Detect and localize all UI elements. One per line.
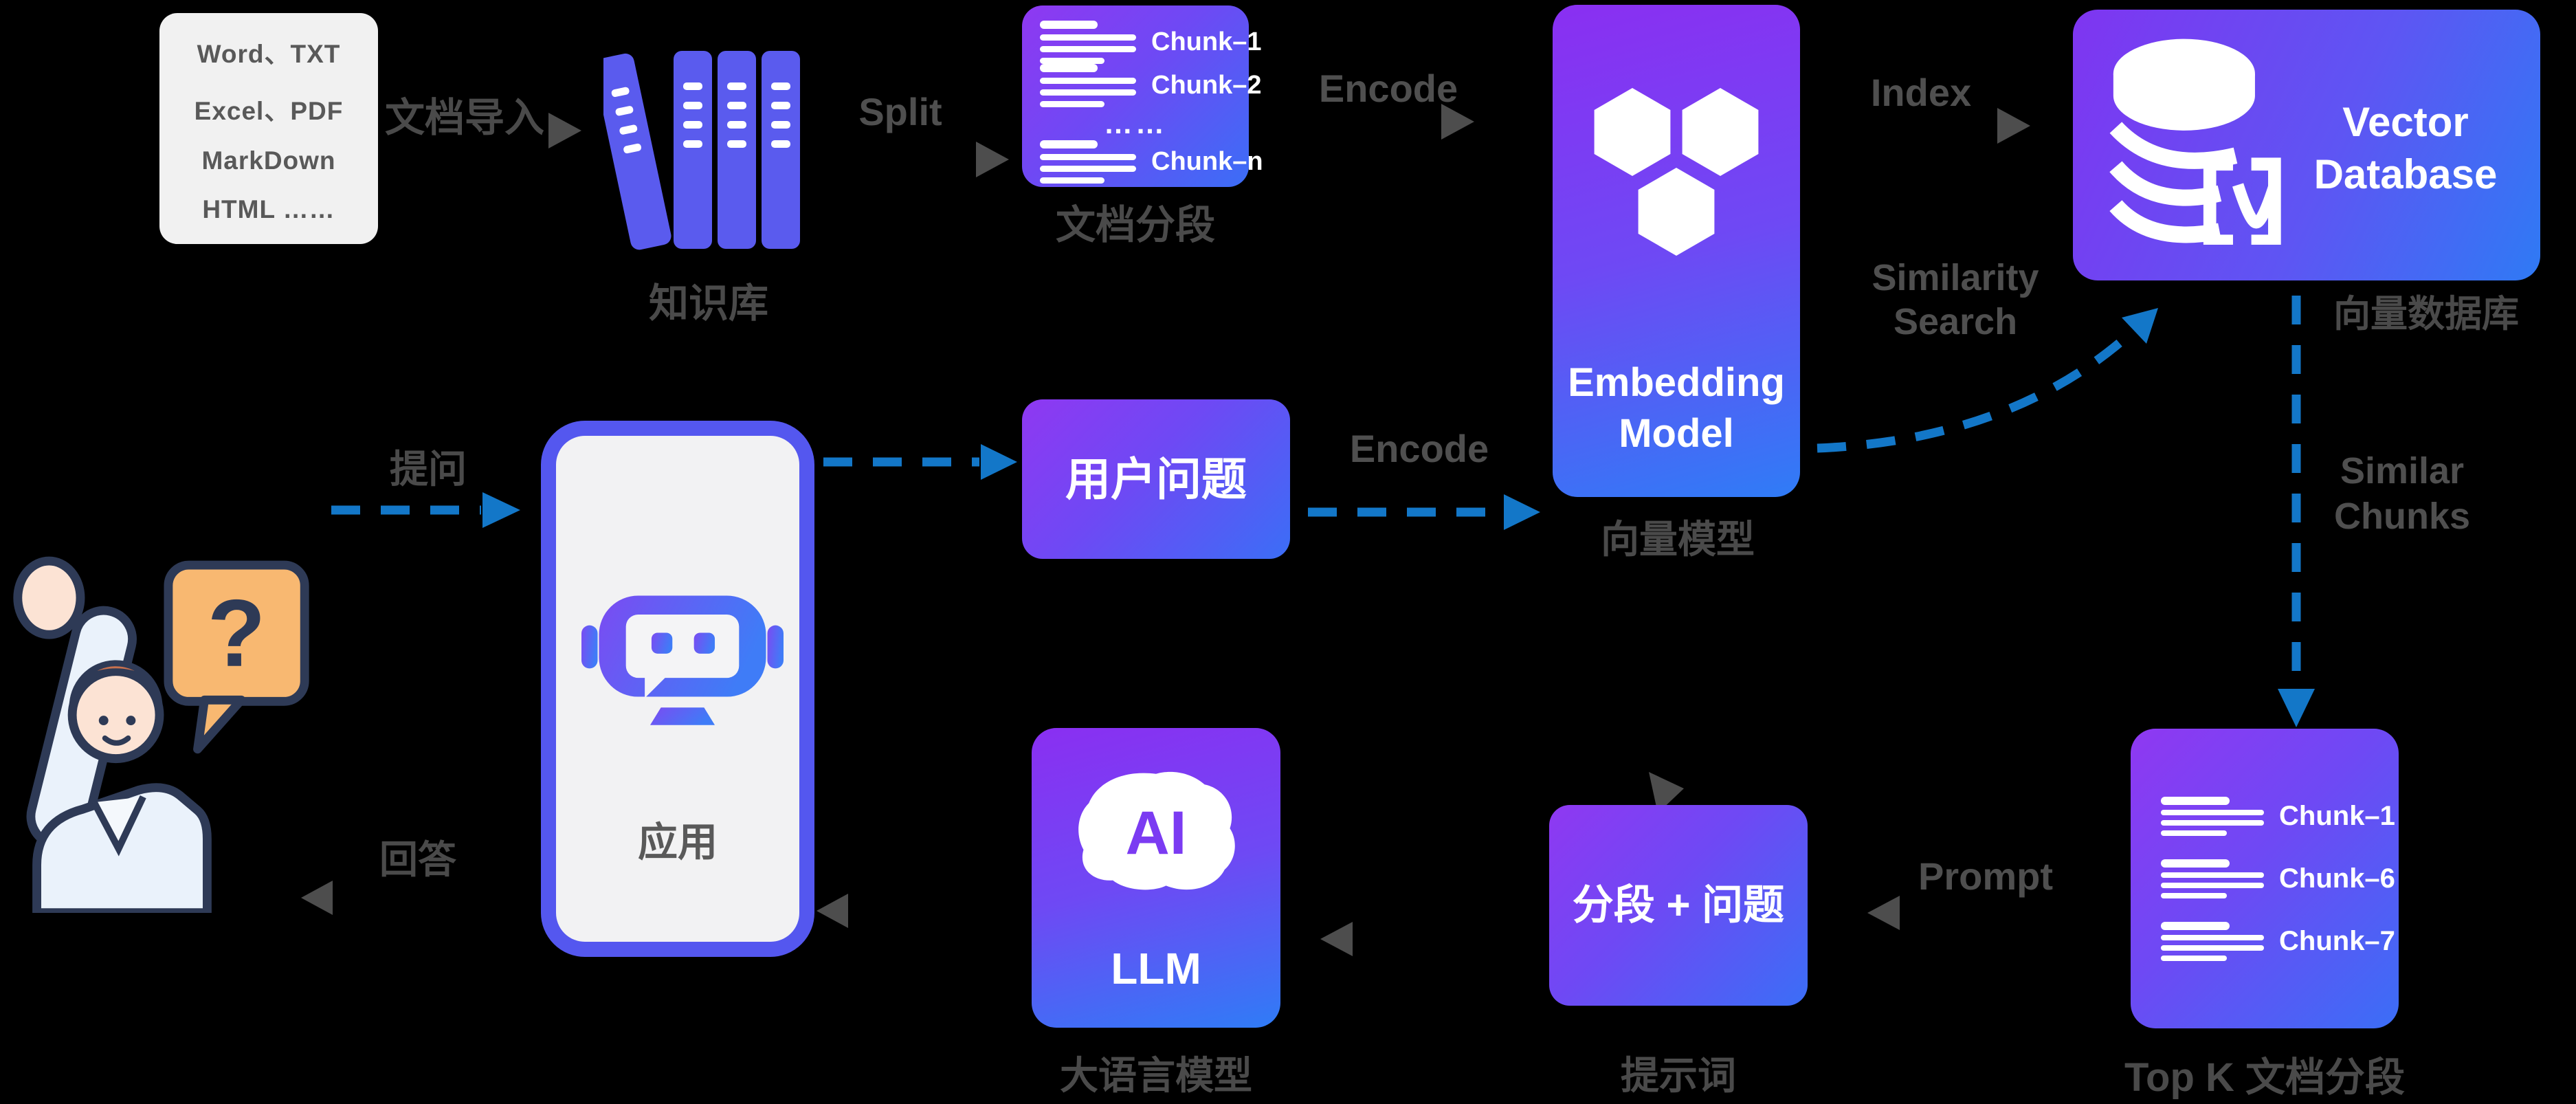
edge-label-similarity-search: Similarity Search xyxy=(1856,256,2055,344)
embedding-title-line2: Model xyxy=(1619,411,1734,456)
prompt-card-title: 分段 + 问题 xyxy=(1572,882,1785,928)
user-question-title: 用户问题 xyxy=(1065,454,1247,505)
chunk-label: Chunk–6 xyxy=(2279,863,2395,894)
arrow-answer-icon xyxy=(301,881,333,915)
vector-db-title-line2: Database xyxy=(2313,151,2498,197)
gray-flow-arrows xyxy=(301,104,2030,956)
brain-ai-icon: AI xyxy=(1078,771,1235,890)
doc-source-line: MarkDown xyxy=(201,146,336,175)
dash-similarity-curve xyxy=(1817,322,2142,453)
llm-title: LLM xyxy=(1111,944,1201,993)
chunk-label: Chunk–7 xyxy=(2279,925,2395,956)
text-lines-icon xyxy=(1040,21,1136,64)
database-icon xyxy=(2109,38,2281,245)
edge-label-encode-top: Encode xyxy=(1318,67,1458,110)
question-mark: ? xyxy=(208,580,266,687)
arrow-prompt-to-llm-icon xyxy=(1320,922,1353,956)
doc-source-line: Word、TXT xyxy=(197,39,341,68)
vector-database-title: Vector Database xyxy=(2289,96,2522,201)
chunk-label: Chunk–1 xyxy=(1151,27,1262,56)
embedding-title-line1: Embedding xyxy=(1568,360,1785,405)
text-lines-icon xyxy=(2161,859,2264,898)
chunk-label: Chunk–1 xyxy=(2279,800,2395,831)
node-label-knowledge-base: 知识库 xyxy=(648,281,768,326)
similarity-line2: Search xyxy=(1893,301,2018,342)
embedding-model-title: Embedding Model xyxy=(1553,357,1800,459)
vector-db-title-line1: Vector xyxy=(2342,99,2469,145)
node-label-vector-db: 向量数据库 xyxy=(2333,294,2519,335)
chunk-label: Chunk–n xyxy=(1151,147,1263,176)
chunk-row: Chunk–n xyxy=(1040,140,1263,184)
chunk-label: Chunk–2 xyxy=(1151,71,1262,100)
chunk-row: Chunk–7 xyxy=(2161,921,2395,961)
arrow-encode-query-icon xyxy=(1504,494,1540,530)
blue-arrowheads xyxy=(482,308,2315,727)
arrow-encode-top-icon xyxy=(1441,104,1474,140)
node-label-doc-segments: 文档分段 xyxy=(1055,203,1215,247)
node-label-embedding: 向量模型 xyxy=(1601,518,1755,561)
edge-label-similar-chunks: Similar Chunks xyxy=(2316,448,2488,539)
text-lines-icon xyxy=(2161,921,2264,961)
arrow-index-icon xyxy=(1997,108,2030,144)
arrow-similarity-icon xyxy=(2122,308,2158,344)
chunk-ellipsis: …… xyxy=(1104,107,1167,140)
edge-label-doc-import: 文档导入 xyxy=(385,96,545,140)
edge-label-prompt: Prompt xyxy=(1918,854,2053,898)
node-label-app: 应用 xyxy=(637,820,718,865)
edge-label-ask: 提问 xyxy=(390,448,467,491)
edge-label-answer: 回答 xyxy=(379,838,456,881)
arrow-doc-import-icon xyxy=(548,113,581,148)
books-icon xyxy=(603,51,800,250)
person-icon: ? xyxy=(13,556,309,913)
hexagon-cluster-icon xyxy=(1594,88,1759,256)
user-question-card: 用户问题 xyxy=(1022,399,1290,559)
text-lines-icon xyxy=(1040,140,1136,184)
arrow-ask-icon xyxy=(482,492,520,528)
similar-chunks-line1: Similar xyxy=(2340,450,2465,492)
blue-dashed-lines xyxy=(331,296,2301,687)
top-k-card: Chunk–1 Chunk–6 Chunk–7 xyxy=(2131,729,2399,1028)
chunk-row: Chunk–6 xyxy=(2161,859,2395,898)
arrow-prompt-diagonal-icon xyxy=(1649,772,1684,813)
node-label-prompt: 提示词 xyxy=(1621,1054,1736,1097)
arrow-into-prompt-box-icon xyxy=(1867,896,1900,930)
arrow-split-icon xyxy=(976,142,1009,177)
doc-source-line: HTML …… xyxy=(202,195,335,224)
edge-label-encode-query: Encode xyxy=(1349,427,1489,470)
node-label-llm: 大语言模型 xyxy=(1060,1054,1252,1097)
node-label-top-k: Top K 文档分段 xyxy=(2124,1055,2406,1100)
robot-icon xyxy=(581,595,784,725)
edge-label-index: Index xyxy=(1870,71,1972,114)
doc-sources-card: Word、TXT Excel、PDF MarkDown HTML …… xyxy=(159,13,378,244)
chunk-row: Chunk–2 xyxy=(1040,64,1261,107)
doc-source-line: Excel、PDF xyxy=(194,96,344,125)
similar-chunks-line2: Chunks xyxy=(2333,496,2471,537)
similarity-line1: Similarity xyxy=(1872,257,2039,298)
prompt-card: 分段 + 问题 xyxy=(1549,805,1808,1006)
arrow-llm-to-app-icon xyxy=(817,894,848,928)
arrow-app-to-question-icon xyxy=(981,444,1017,480)
question-bubble-icon: ? xyxy=(164,560,309,754)
edge-label-split: Split xyxy=(858,90,942,133)
ai-text: AI xyxy=(1125,798,1186,867)
chunk-row: Chunk–1 xyxy=(1040,21,1261,64)
arrow-similar-chunks-icon xyxy=(2278,689,2315,727)
text-lines-icon xyxy=(1040,64,1136,107)
chunk-row: Chunk–1 xyxy=(2161,796,2395,836)
text-lines-icon xyxy=(2161,796,2264,836)
doc-segments-card: Chunk–1 Chunk–2 …… Chunk–n xyxy=(1022,5,1263,187)
